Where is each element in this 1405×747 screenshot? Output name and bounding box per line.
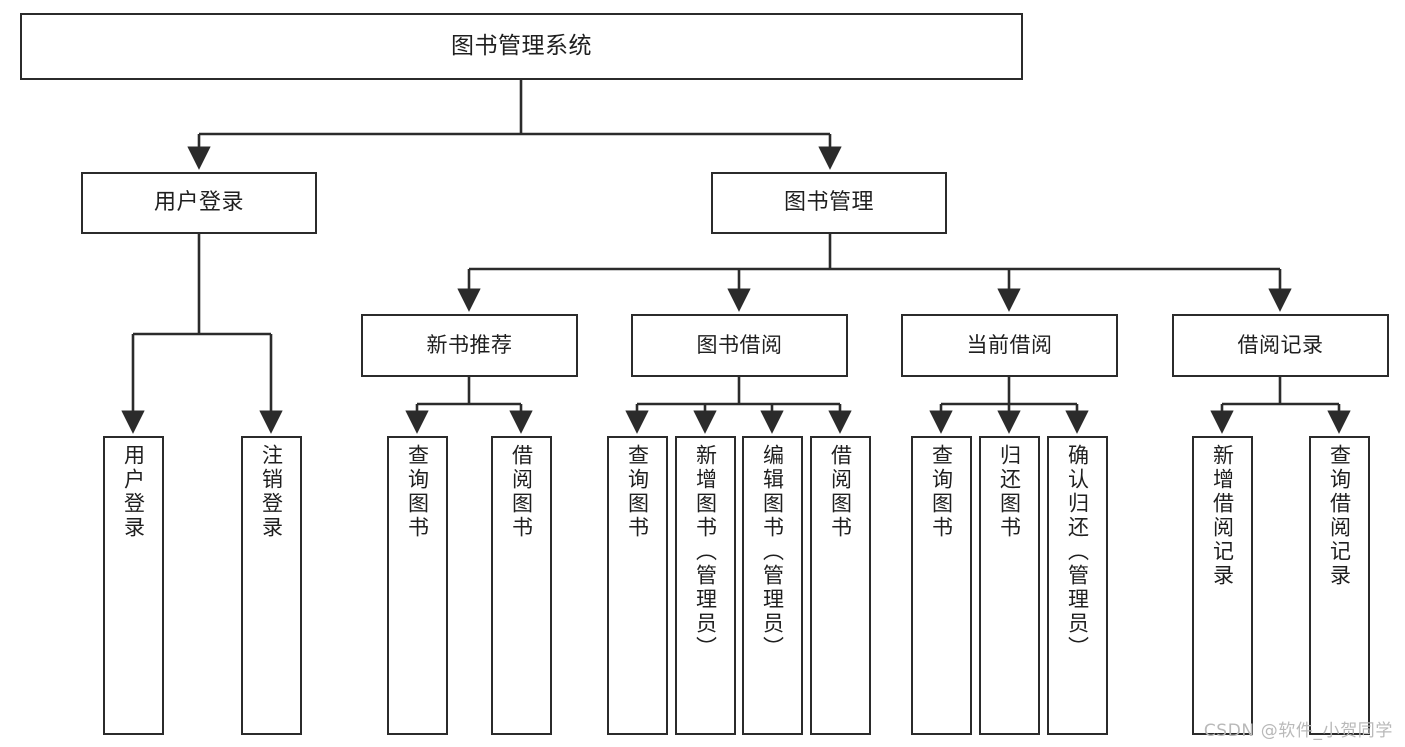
node-label: 查询图书 xyxy=(929,444,954,540)
node-label: 新增借阅记录 xyxy=(1210,444,1235,588)
node-label: 图书管理 xyxy=(783,190,874,216)
node-label: 新增图书（管理员） xyxy=(693,444,718,660)
leaf-book-borrow-lend[interactable]: 借阅图书 xyxy=(810,436,871,735)
node-label: 当前借阅 xyxy=(966,333,1053,358)
leaf-book-borrow-query[interactable]: 查询图书 xyxy=(607,436,668,735)
node-user-login[interactable]: 用户登录 xyxy=(81,172,317,234)
node-label: 用户登录 xyxy=(153,190,244,216)
node-label: 图书管理系统 xyxy=(451,32,592,59)
node-label: 注销登录 xyxy=(259,444,284,540)
node-label: 编辑图书（管理员） xyxy=(760,444,785,660)
node-label: 借阅记录 xyxy=(1237,333,1324,358)
node-label: 查询图书 xyxy=(405,444,430,540)
leaf-new-book-query[interactable]: 查询图书 xyxy=(387,436,448,735)
leaf-current-borrow-query[interactable]: 查询图书 xyxy=(911,436,972,735)
node-label: 新书推荐 xyxy=(426,333,513,358)
leaf-current-borrow-confirm-return[interactable]: 确认归还（管理员） xyxy=(1047,436,1108,735)
leaf-borrow-record-query[interactable]: 查询借阅记录 xyxy=(1309,436,1370,735)
node-label: 归还图书 xyxy=(997,444,1022,540)
node-label: 图书借阅 xyxy=(696,333,783,358)
node-book-management[interactable]: 图书管理 xyxy=(711,172,947,234)
node-new-book-recommend[interactable]: 新书推荐 xyxy=(361,314,578,377)
leaf-current-borrow-return[interactable]: 归还图书 xyxy=(979,436,1040,735)
node-label: 借阅图书 xyxy=(828,444,853,540)
leaf-new-book-borrow[interactable]: 借阅图书 xyxy=(491,436,552,735)
node-current-borrow[interactable]: 当前借阅 xyxy=(901,314,1118,377)
leaf-book-borrow-add[interactable]: 新增图书（管理员） xyxy=(675,436,736,735)
node-root-system[interactable]: 图书管理系统 xyxy=(20,13,1023,80)
leaf-book-borrow-edit[interactable]: 编辑图书（管理员） xyxy=(742,436,803,735)
node-label: 用户登录 xyxy=(121,444,146,540)
node-label: 借阅图书 xyxy=(509,444,534,540)
leaf-borrow-record-add[interactable]: 新增借阅记录 xyxy=(1192,436,1253,735)
node-book-borrow[interactable]: 图书借阅 xyxy=(631,314,848,377)
node-borrow-record[interactable]: 借阅记录 xyxy=(1172,314,1389,377)
leaf-user-login-signout[interactable]: 注销登录 xyxy=(241,436,302,735)
node-label: 查询图书 xyxy=(625,444,650,540)
node-label: 确认归还（管理员） xyxy=(1065,444,1090,660)
leaf-user-login-signin[interactable]: 用户登录 xyxy=(103,436,164,735)
node-label: 查询借阅记录 xyxy=(1327,444,1352,588)
